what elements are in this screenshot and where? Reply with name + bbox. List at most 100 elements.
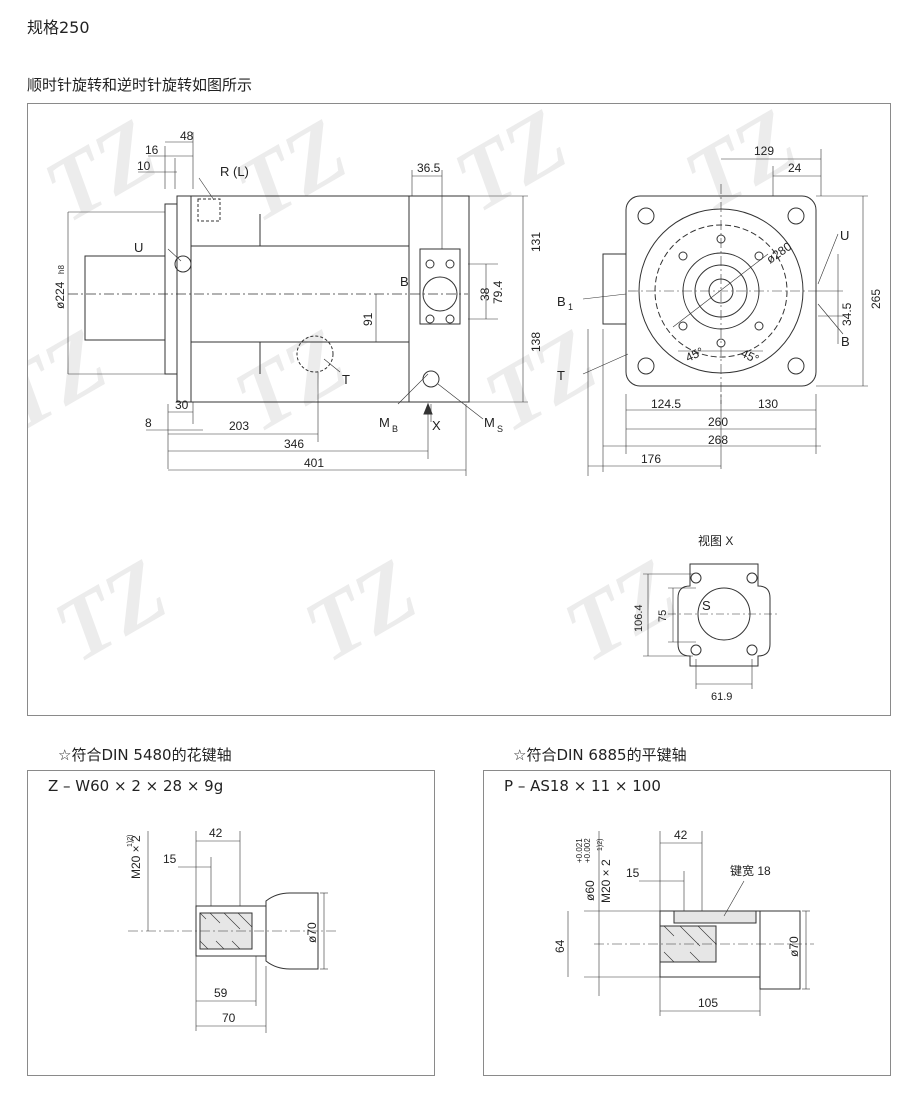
label-t: T	[342, 372, 350, 387]
label-b: B	[841, 334, 850, 349]
port-u	[174, 255, 192, 273]
dim-label: 42	[209, 826, 223, 840]
watermark-text: TZ	[439, 104, 584, 231]
label-u: U	[134, 240, 143, 255]
spline-designation: Z – W60 × 2 × 28 × 9g	[48, 777, 224, 795]
dim-label: 59	[214, 986, 228, 1000]
spline-shaft-drawing: M20 × 2 1)2) 42 15 ø70 59 70	[127, 826, 338, 1033]
spline-shaft-frame: Z – W60 × 2 × 28 × 9g M20 × 2 1)2) 42 15	[27, 770, 435, 1076]
main-drawing-frame: TZ TZ TZ TZ TZ TZ TZ TZ TZ TZ	[0, 91, 891, 716]
label-m-sub: B	[392, 424, 398, 434]
shaft-diameter-label: ø224	[53, 281, 67, 309]
dim-label: 38	[478, 287, 492, 301]
view-x-flange	[677, 563, 771, 667]
dim-label: 401	[304, 456, 324, 470]
page-subtitle: 顺时针旋转和逆时针旋转如图所示	[27, 76, 253, 94]
label-m-sub: S	[497, 424, 503, 434]
dim-label: 75	[657, 610, 669, 622]
port-ms	[422, 370, 440, 388]
watermark-text: TZ	[289, 541, 434, 682]
front-view	[582, 149, 868, 476]
dim-label: 36.5	[417, 161, 441, 175]
label-m: M	[484, 415, 495, 430]
watermark-text: TZ	[469, 311, 614, 452]
dim-label: ø70	[787, 936, 801, 957]
view-x-label-s: S	[702, 598, 711, 613]
mounting-flange	[164, 203, 178, 375]
label-b1-sub: 1	[568, 302, 573, 312]
dim-label: 346	[284, 437, 304, 451]
watermark-text: TZ	[39, 541, 184, 682]
label-m: M	[379, 415, 390, 430]
thread-note: 1)2)	[597, 839, 604, 851]
dim-label: 131	[529, 232, 543, 252]
front-view-labels: 129 24 ø280 265 34.5 45° 45° 124.5 130 2…	[557, 144, 883, 466]
dim-label: 48	[180, 129, 194, 143]
side-view-labels: 48 16 10 36.5 131 38 79.4 138 91 30 8 20…	[53, 129, 543, 470]
side-view	[67, 132, 528, 476]
port-b	[422, 276, 458, 312]
dim-label: 8	[145, 416, 152, 430]
dim-label: 34.5	[840, 302, 854, 326]
key-slot	[673, 910, 757, 924]
dim-label: 203	[229, 419, 249, 433]
dim-label: 70	[222, 1011, 236, 1025]
dim-label: ø70	[305, 922, 319, 943]
spline-section-title: ☆符合DIN 5480的花键轴	[58, 746, 232, 764]
tolerance-lower: +0.002	[583, 838, 592, 863]
dim-label: ø280	[764, 239, 795, 266]
view-x: 视图 X S 106.4 75 61.9	[633, 533, 778, 703]
port-t	[296, 335, 334, 373]
angle-label: 45°	[739, 346, 762, 366]
shaft-collar	[265, 892, 319, 970]
dim-label: 64	[553, 939, 567, 953]
watermark: TZ TZ TZ TZ TZ TZ TZ TZ TZ TZ	[0, 91, 813, 682]
dim-label: 10	[137, 159, 151, 173]
label-r-l: R (L)	[220, 164, 249, 179]
label-b1: B	[557, 294, 566, 309]
dim-label: 265	[869, 289, 883, 309]
port-flange-b	[419, 248, 461, 325]
key-width-label: 键宽 18	[730, 863, 771, 878]
dim-label: 15	[626, 866, 640, 880]
dim-label: 130	[758, 397, 778, 411]
shaft	[84, 255, 166, 341]
dim-label: 42	[674, 828, 688, 842]
dim-label: 176	[641, 452, 661, 466]
label-b: B	[400, 274, 409, 289]
dim-label: 61.9	[711, 691, 732, 703]
thread-note: 1)2)	[127, 835, 134, 847]
keyed-shaft-frame: P – AS18 × 11 × 100 ø60	[483, 770, 891, 1076]
port-r	[197, 198, 221, 222]
dim-label: 15	[163, 852, 177, 866]
label-u: U	[840, 228, 849, 243]
keyed-shaft-drawing: ø60 +0.021 +0.002 M20 × 2 1)2) 42 15 64 …	[553, 828, 814, 1016]
shaft-diameter-label: ø60	[583, 880, 597, 901]
thread-label: M20 × 2	[129, 835, 143, 879]
label-t: T	[557, 368, 565, 383]
valve-block	[408, 195, 470, 403]
watermark-text: TZ	[549, 541, 694, 682]
dim-label: 106.4	[633, 604, 645, 632]
dim-label: 124.5	[651, 397, 681, 411]
dim-label: 138	[529, 332, 543, 352]
dim-label: 91	[361, 312, 375, 326]
main-drawing: TZ TZ TZ TZ TZ TZ TZ TZ TZ TZ	[0, 91, 883, 703]
dim-label: 268	[708, 433, 728, 447]
side-port-block	[602, 253, 627, 325]
shaft-tolerance-label: h8	[57, 265, 66, 274]
shaft-collar	[759, 910, 801, 990]
key-section-title: ☆符合DIN 6885的平键轴	[513, 746, 687, 764]
dim-label: 105	[698, 996, 718, 1010]
dim-label: 30	[175, 398, 189, 412]
thread-label: M20 × 2	[599, 859, 613, 903]
dim-label: 129	[754, 144, 774, 158]
tolerance-upper: +0.021	[575, 838, 584, 863]
label-x: X	[432, 418, 441, 433]
dim-label: 260	[708, 415, 728, 429]
page-title: 规格250	[27, 18, 90, 37]
watermark-text: TZ	[29, 104, 174, 241]
view-x-title: 视图 X	[698, 533, 733, 548]
key-designation: P – AS18 × 11 × 100	[504, 777, 661, 795]
dim-label: 79.4	[491, 280, 505, 304]
